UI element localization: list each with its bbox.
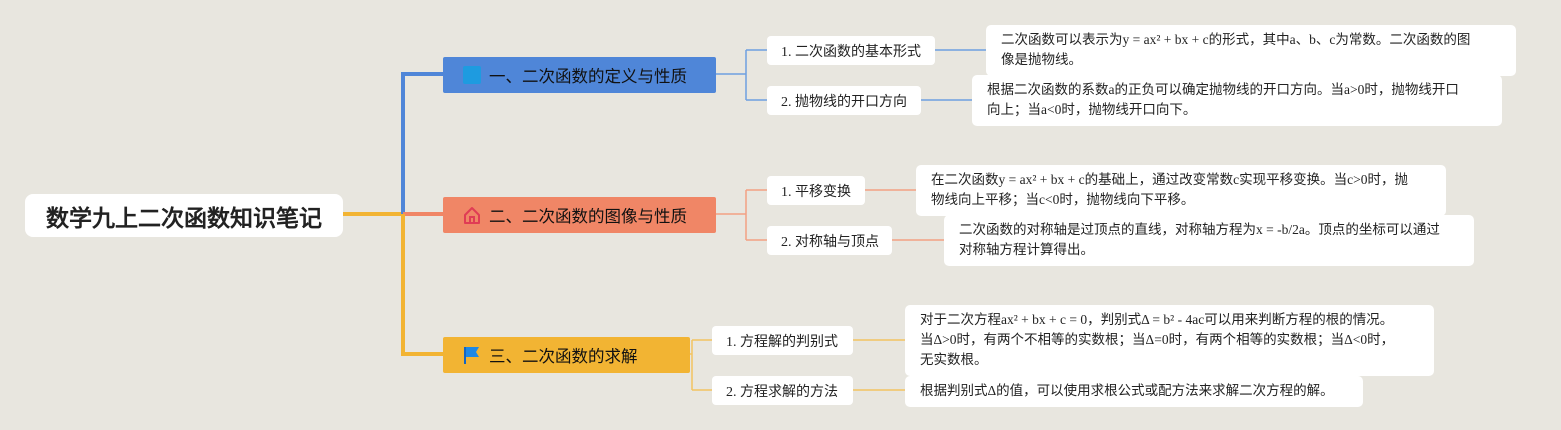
- subtopic-label: 2. 方程求解的方法: [726, 384, 838, 400]
- topic-label: 三、二次函数的求解: [489, 347, 638, 366]
- note-translation[interactable]: 在二次函数y = ax² + bx + c的基础上，通过改变常数c实现平移变换。…: [916, 165, 1446, 216]
- flag-icon: [461, 344, 483, 366]
- subtopic-discriminant[interactable]: 1. 方程解的判别式: [712, 326, 853, 355]
- root-topic[interactable]: 数学九上二次函数知识笔记: [25, 194, 343, 237]
- subtopic-label: 1. 平移变换: [781, 184, 851, 200]
- note-axis-vertex[interactable]: 二次函数的对称轴是过顶点的直线，对称轴方程为x = -b/2a。顶点的坐标可以通…: [944, 215, 1474, 266]
- topic-graph-properties[interactable]: 二、二次函数的图像与性质: [443, 197, 716, 233]
- note-basic-form[interactable]: 二次函数可以表示为y = ax² + bx + c的形式，其中a、b、c为常数。…: [986, 25, 1516, 76]
- subtopic-basic-form[interactable]: 1. 二次函数的基本形式: [767, 36, 935, 65]
- note-opening-direction[interactable]: 根据二次函数的系数a的正负可以确定抛物线的开口方向。当a>0时，抛物线开口 向上…: [972, 75, 1502, 126]
- topic-label: 一、二次函数的定义与性质: [489, 67, 687, 86]
- note-discriminant[interactable]: 对于二次方程ax² + bx + c = 0，判别式Δ = b² - 4ac可以…: [905, 305, 1434, 376]
- subtopic-label: 1. 方程解的判别式: [726, 334, 838, 350]
- subtopic-solving-methods[interactable]: 2. 方程求解的方法: [712, 376, 853, 405]
- subtopic-label: 2. 抛物线的开口方向: [781, 94, 907, 110]
- root-title: 数学九上二次函数知识笔记: [46, 205, 322, 232]
- note-solving-methods[interactable]: 根据判别式Δ的值，可以使用求根公式或配方法来求解二次方程的解。: [905, 376, 1363, 407]
- topic-label: 二、二次函数的图像与性质: [489, 207, 687, 226]
- house-icon: [461, 204, 483, 226]
- subtopic-opening-direction[interactable]: 2. 抛物线的开口方向: [767, 86, 921, 115]
- subtopic-label: 1. 二次函数的基本形式: [781, 44, 921, 60]
- blue-square-icon: [461, 64, 483, 86]
- subtopic-axis-vertex[interactable]: 2. 对称轴与顶点: [767, 226, 892, 255]
- topic-definition[interactable]: 一、二次函数的定义与性质: [443, 57, 716, 93]
- topic-solving[interactable]: 三、二次函数的求解: [443, 337, 690, 373]
- subtopic-label: 2. 对称轴与顶点: [781, 234, 879, 250]
- subtopic-translation[interactable]: 1. 平移变换: [767, 176, 865, 205]
